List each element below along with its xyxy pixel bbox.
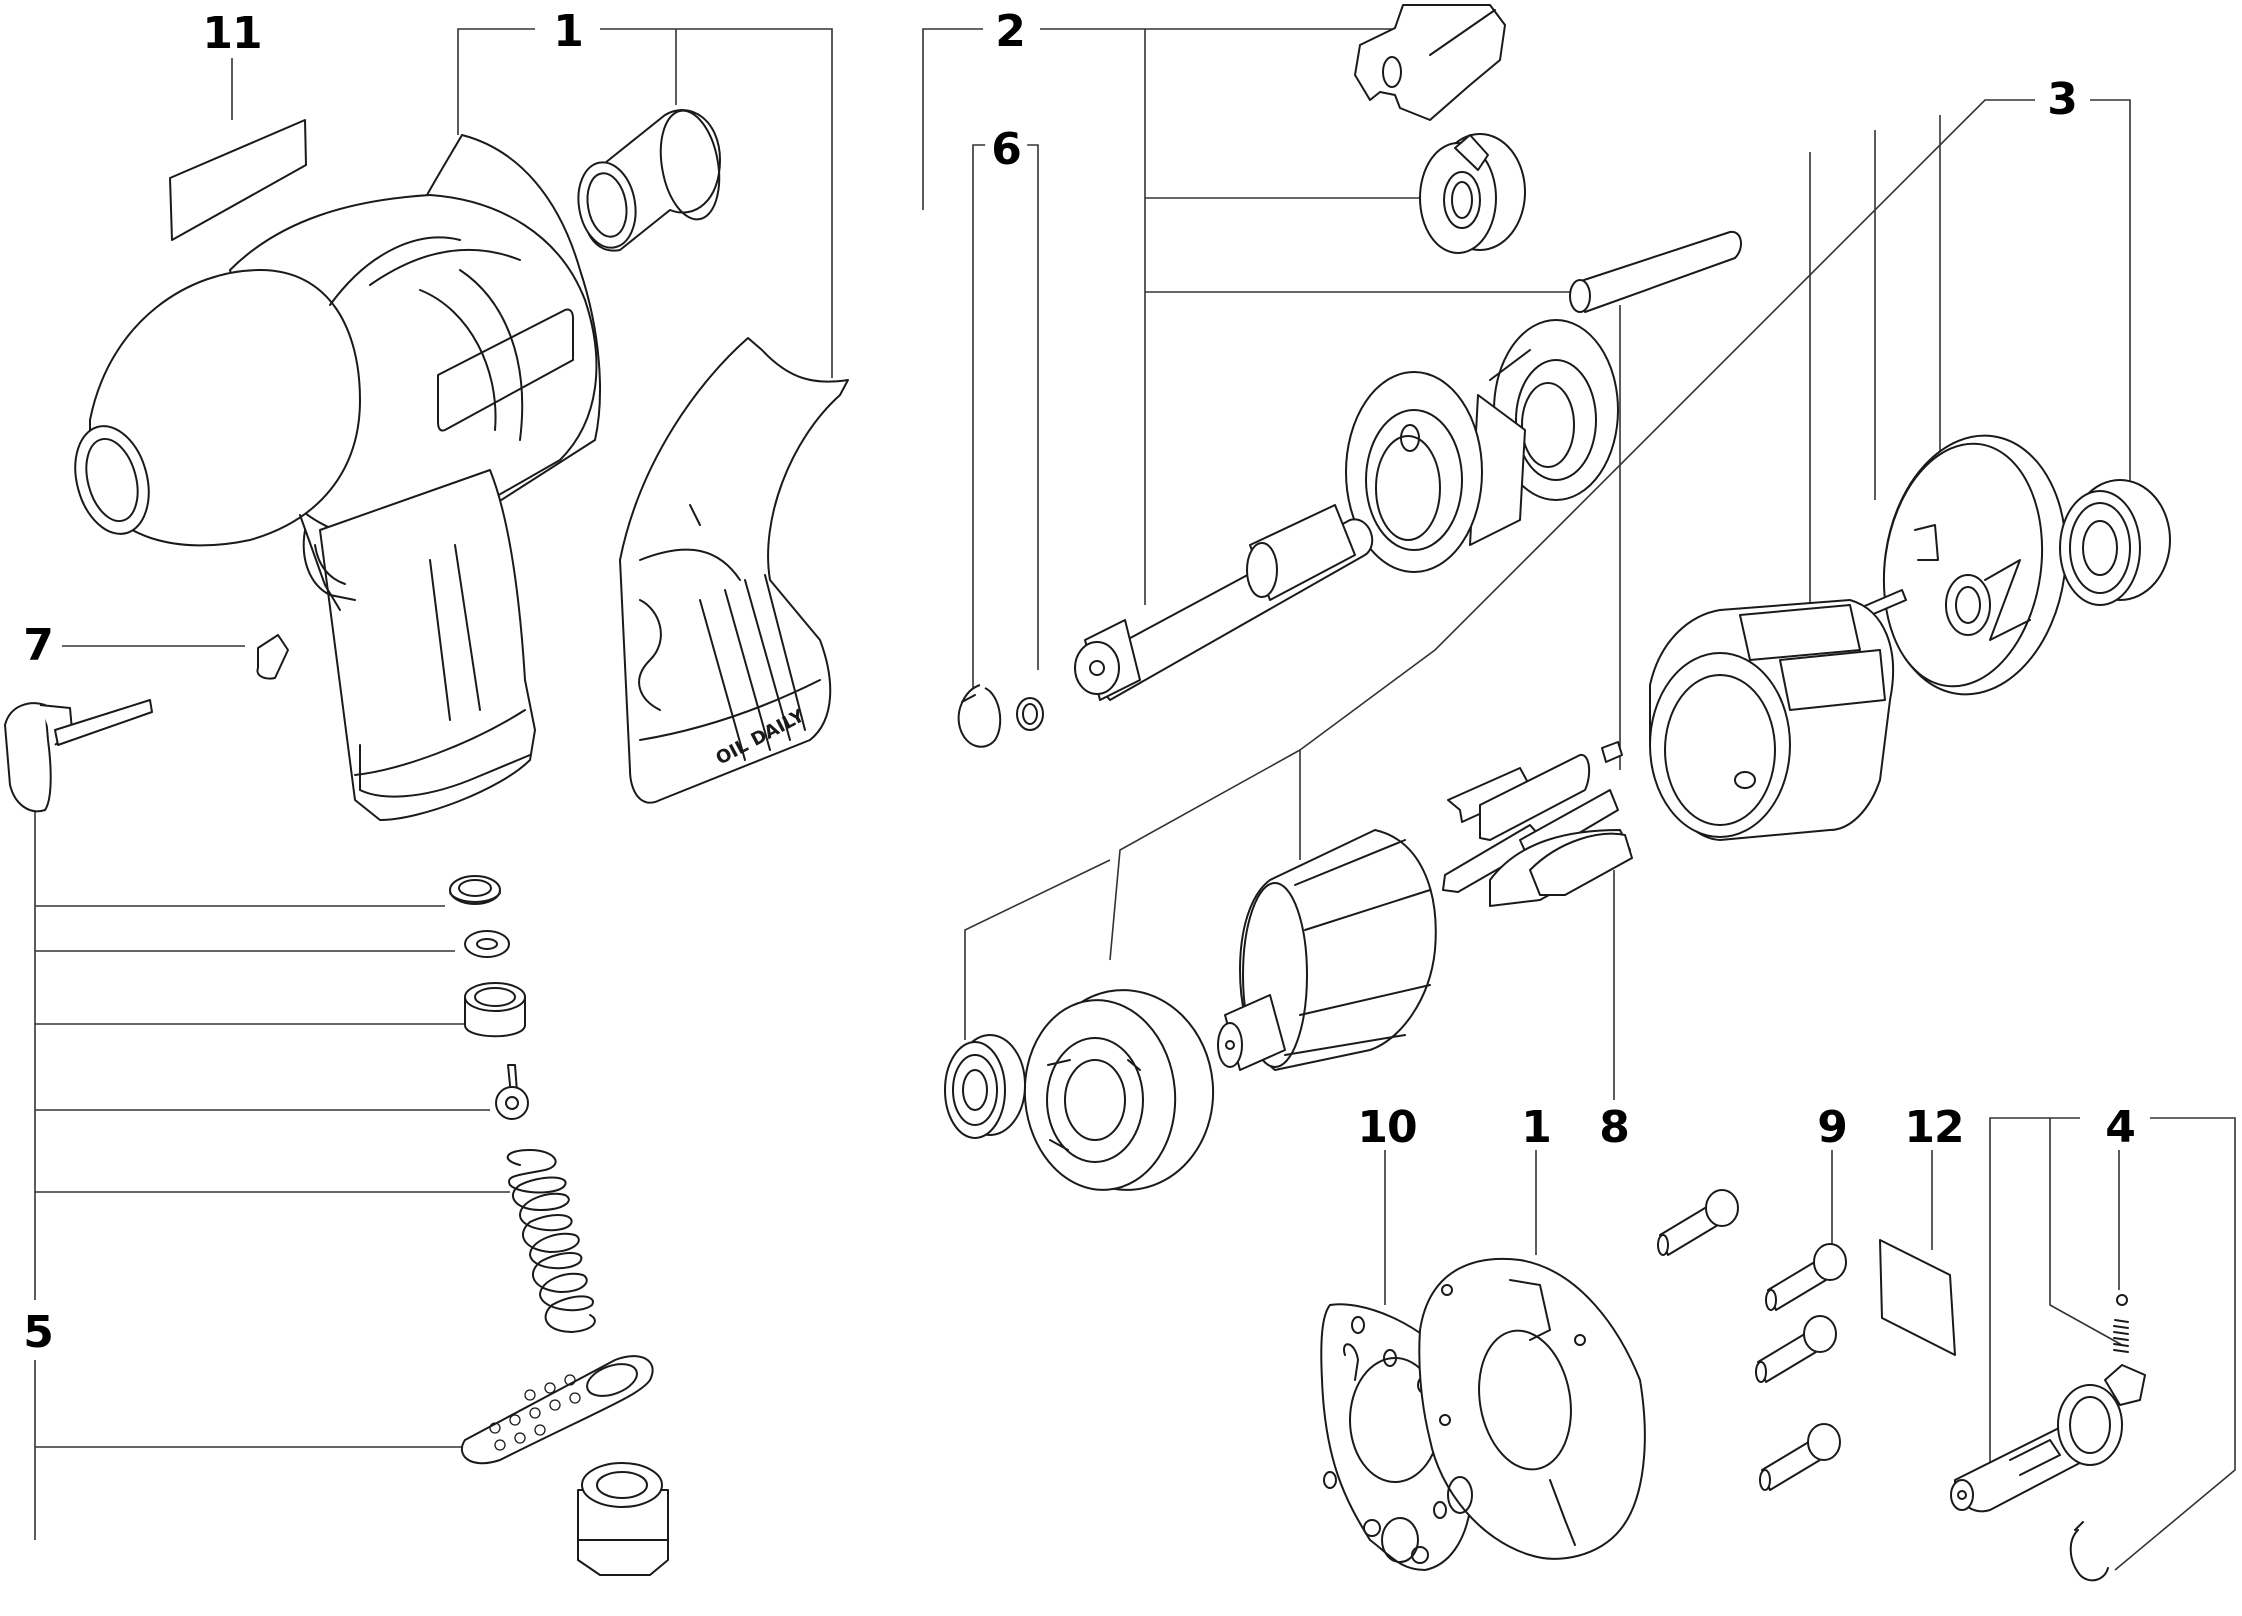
rotor-part-3: [1217, 829, 1437, 1071]
cap-screw: [1765, 1243, 1847, 1311]
callout-1-top: 1: [547, 10, 589, 54]
cam-part-2: [1419, 133, 1526, 254]
detent-ball: [2116, 1294, 2128, 1306]
label-plate-11: [169, 119, 307, 241]
cap-screw: [1755, 1315, 1837, 1383]
leader-3-branch-f: [1109, 749, 1301, 961]
leader-1-housing: [457, 28, 535, 135]
leader-3-stem: [1534, 99, 2035, 551]
callout-12: 12: [1898, 1106, 1970, 1150]
callout-9: 9: [1811, 1106, 1853, 1150]
washer-part-6: [1016, 697, 1044, 731]
hammer-frame-part-2: [1354, 4, 1506, 121]
leader-3-branch-g: [964, 859, 1111, 1040]
valve-bushing-part-5: [464, 982, 526, 1038]
retaining-ring-part-6: [957, 684, 1002, 748]
callout-10: 10: [1351, 1106, 1423, 1150]
cap-screw: [1657, 1189, 1739, 1256]
callout-7: 7: [17, 624, 59, 668]
muffler-plate-part-5: [460, 1355, 654, 1465]
leader-1-grip: [820, 28, 833, 378]
leader-4-ring: [2114, 1117, 2236, 1571]
leader-3-branch-e: [1299, 549, 1536, 860]
grip-part-1: OIL DAILY: [619, 337, 849, 804]
hammer-cage-part-2: [1345, 319, 1619, 573]
detent-spring: [2113, 1319, 2129, 1353]
valve-stem-part-5: [495, 1064, 529, 1120]
trigger-part-5: [4, 699, 153, 813]
anvil-shaft-part-2: [1074, 504, 1374, 701]
retaining-ring-part-4: [2069, 1521, 2109, 1582]
front-end-plate-part-3: [1023, 989, 1215, 1191]
cap-screw: [1759, 1423, 1841, 1491]
callout-1-bottom: 1: [1515, 1106, 1557, 1150]
button-plug-part-7: [256, 634, 289, 680]
leader-3-bearing: [2090, 99, 2131, 493]
bearing-part-3-top: [2059, 479, 2171, 606]
leader-1-bushing: [600, 28, 820, 105]
cylinder-part-3: [1649, 599, 1894, 841]
leader-4-spring: [2049, 1118, 2123, 1346]
callout-2: 2: [989, 10, 1031, 54]
callout-8: 8: [1593, 1106, 1635, 1150]
wrench-housing: [74, 134, 601, 821]
bushing-part-1: [577, 109, 721, 252]
bearing-part-3-front: [944, 1034, 1026, 1139]
callout-3: 3: [2041, 78, 2083, 122]
callout-4: 4: [2099, 1106, 2141, 1150]
back-cap-part-1: [1418, 1257, 1646, 1560]
leader-6-washer: [1024, 144, 1039, 670]
rotor-vanes-part-8: [1442, 753, 1633, 907]
callout-11: 11: [196, 12, 268, 56]
callout-5: 5: [17, 1311, 59, 1355]
valve-seat-part-5: [449, 875, 501, 905]
pin-part-3-small: [1601, 741, 1623, 763]
leader-6-ring: [972, 144, 988, 690]
valve-spring-part-5: [506, 1149, 596, 1333]
callout-6: 6: [985, 128, 1027, 172]
cap-screws-part-9: [1657, 1189, 1847, 1491]
reverse-valve-part-4: [1950, 1294, 2146, 1513]
label-part-12: [1879, 1239, 1956, 1356]
inlet-fitting-part-5: [577, 1462, 669, 1576]
end-plate-part-3: [1882, 434, 2067, 696]
pin-part-2: [1569, 230, 1742, 313]
valve-washer-part-5: [464, 930, 510, 958]
leader-2-frame: [922, 28, 983, 210]
